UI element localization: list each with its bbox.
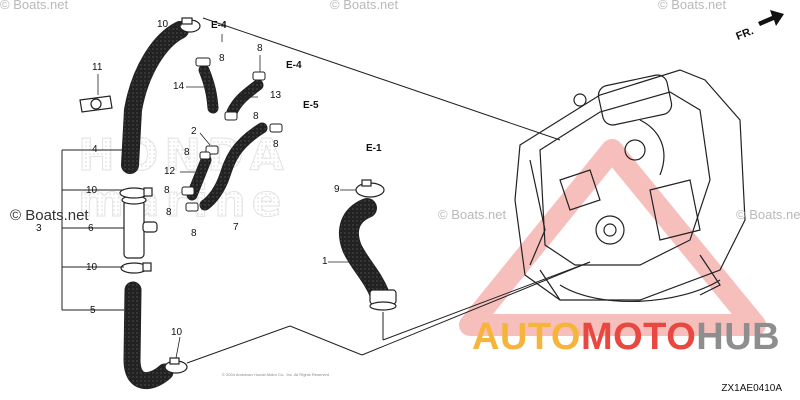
ref-e5: E-5 (303, 100, 319, 111)
front-direction-arrow-icon (758, 10, 784, 26)
callout-8-c: 8 (253, 111, 259, 122)
callout-2: 2 (191, 126, 197, 137)
callout-8-f: 8 (164, 185, 170, 196)
connection-lines (186, 17, 591, 364)
clamp-10-middle (120, 262, 152, 274)
watermark-mid-left: © Boats.net (10, 207, 89, 224)
callout-8-g: 8 (166, 207, 172, 218)
callout-3: 3 (36, 223, 42, 234)
watermark-mid-center: © Boats.net (438, 207, 507, 222)
callout-12: 12 (164, 166, 176, 177)
callout-7: 7 (233, 222, 239, 233)
hose-13 (226, 79, 264, 118)
brand-part-moto: MOTO (580, 316, 697, 358)
clamp-10-upper (119, 187, 153, 199)
clamp-10-top (179, 17, 201, 33)
callout-10-middle: 10 (86, 262, 98, 273)
clip-8-group (181, 57, 283, 212)
clamp-10-bottom (164, 357, 188, 374)
callout-13: 13 (270, 90, 282, 101)
callout-10-top: 10 (157, 19, 169, 30)
copyright-fineprint: © 2004 American Honda Motor Co., Inc. Al… (222, 372, 329, 377)
watermark-mid-right: © Boats.net (736, 207, 800, 222)
callout-4: 4 (92, 144, 98, 155)
engine-assembly (514, 69, 746, 302)
joint-6 (121, 195, 158, 259)
diagram-code: ZX1AE0410A (721, 383, 782, 394)
warning-triangle-watermark (459, 139, 766, 336)
automotohub-logo: AUTOMOTOHUB (472, 316, 780, 359)
hose-4 (121, 21, 189, 174)
callout-1: 1 (322, 256, 328, 267)
callout-bracket (61, 149, 124, 311)
hose-5 (123, 281, 174, 389)
hose-7 (199, 122, 268, 211)
callout-8-e: 8 (184, 147, 190, 158)
watermark-top-center: © Boats.net (330, 0, 399, 12)
leader-lines (97, 24, 356, 359)
clip-11 (79, 95, 113, 113)
callout-10-bottom: 10 (171, 327, 183, 338)
ref-e4-right: E-4 (286, 60, 302, 71)
callout-6: 6 (88, 223, 94, 234)
callout-8-d: 8 (273, 139, 279, 150)
ref-e1: E-1 (366, 143, 382, 154)
callout-14: 14 (173, 81, 185, 92)
callout-9: 9 (334, 184, 340, 195)
callout-11: 11 (92, 62, 103, 73)
callout-5: 5 (90, 305, 96, 316)
watermark-top-left: © Boats.net (0, 0, 69, 12)
hose-14 (198, 64, 219, 114)
callout-8-a: 8 (219, 53, 225, 64)
callout-10-upper: 10 (86, 185, 98, 196)
ref-e4-top: E-4 (211, 20, 227, 31)
callout-8-b: 8 (257, 43, 263, 54)
callout-8-h: 8 (191, 228, 197, 239)
watermark-top-right: © Boats.net (658, 0, 727, 12)
svg-text:marine: marine (78, 176, 288, 227)
hose-1 (339, 198, 397, 311)
brand-part-hub: HUB (696, 316, 781, 358)
brand-part-auto: AUTO (472, 316, 581, 358)
